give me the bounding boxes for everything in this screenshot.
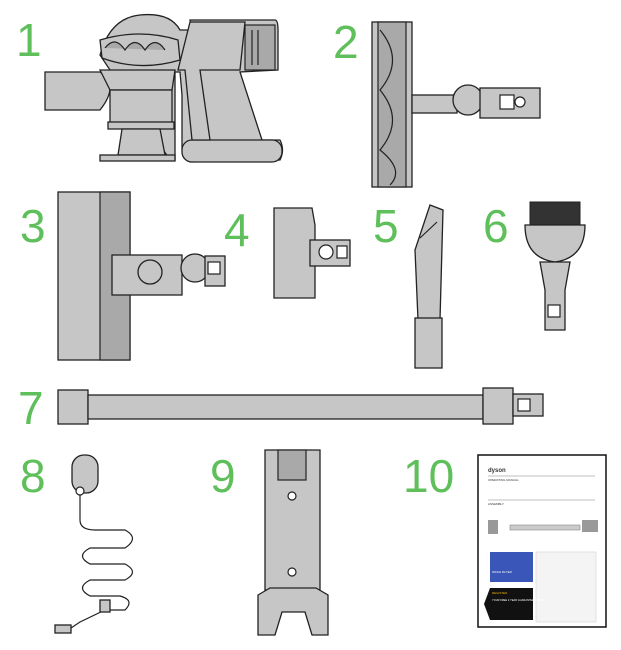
soft-roller-head-illustration <box>57 191 226 361</box>
manual-register-text: YOUR FREE 2 YEAR GUARANTEE TODAY <box>492 598 544 602</box>
charger-illustration <box>54 454 134 634</box>
crevice-tool-illustration <box>414 204 444 369</box>
manual-filter-panel: WASH FILTER <box>492 570 513 574</box>
docking-station-illustration <box>257 449 329 636</box>
part-number-10: 10 <box>403 450 454 502</box>
part-number-5: 5 <box>373 200 399 252</box>
part-number-7: 7 <box>18 382 44 434</box>
mini-motorhead-illustration <box>273 207 351 299</box>
part-number-8: 8 <box>20 450 46 502</box>
part-number-2: 2 <box>333 16 359 68</box>
manual-brand: dyson <box>488 468 506 474</box>
part-number-1: 1 <box>16 14 42 66</box>
manual-subtitle: OPERATING MANUAL <box>488 478 519 482</box>
part-number-3: 3 <box>20 200 46 252</box>
motorhead-illustration <box>371 21 541 188</box>
part-number-4: 4 <box>224 204 250 256</box>
part-number-9: 9 <box>210 450 236 502</box>
main-body-illustration <box>44 13 284 163</box>
manual-section: ASSEMBLY <box>488 502 504 506</box>
operating-manual-illustration: dyson OPERATING MANUAL ASSEMBLY WASH FIL… <box>477 454 607 628</box>
manual-register-badge: REGISTER <box>492 591 508 595</box>
part-number-6: 6 <box>483 200 509 252</box>
combination-brush-illustration <box>524 201 586 331</box>
wand-illustration <box>57 387 544 425</box>
